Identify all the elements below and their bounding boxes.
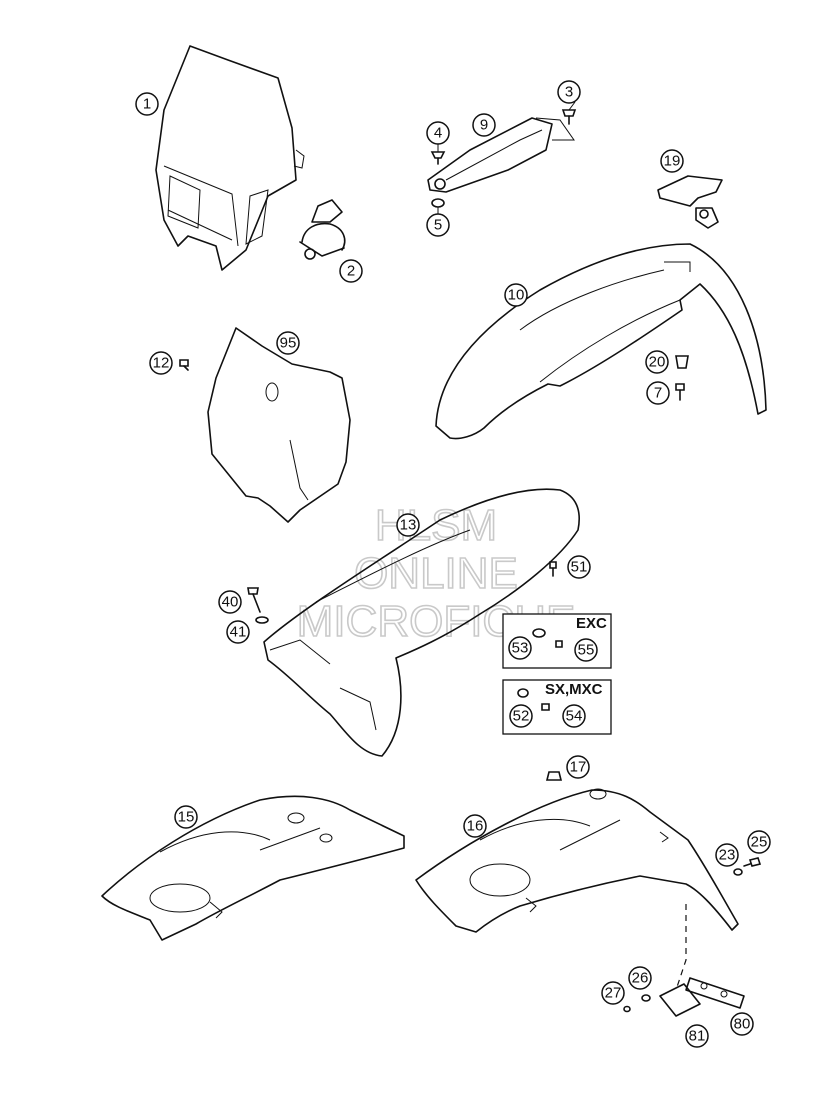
callout-51-label: 51 <box>571 559 588 576</box>
callout-17-label: 17 <box>570 759 587 776</box>
callout-1-label: 1 <box>143 96 151 113</box>
headlight-mask <box>155 45 305 271</box>
callout-9: 9 <box>472 113 496 137</box>
screw-4 <box>430 151 446 165</box>
callout-20: 20 <box>645 350 669 374</box>
callout-3-label: 3 <box>565 84 573 101</box>
bolt-40 <box>247 587 261 613</box>
callout-10: 10 <box>504 283 528 307</box>
callout-26: 26 <box>628 966 652 990</box>
callout-16: 16 <box>463 814 487 838</box>
screw-51 <box>549 561 557 577</box>
callout-27-label: 27 <box>605 985 622 1002</box>
number-plate-95 <box>207 327 351 523</box>
callout-25: 25 <box>747 830 771 854</box>
callout-55-label: 55 <box>578 642 595 659</box>
callout-95: 95 <box>276 331 300 355</box>
callout-40: 40 <box>218 590 242 614</box>
callout-95-label: 95 <box>280 335 297 352</box>
callout-19: 19 <box>660 149 684 173</box>
screw-7 <box>675 383 685 401</box>
fender-16 <box>415 788 739 933</box>
reflector-plate-81 <box>659 983 701 1017</box>
callout-13-label: 13 <box>400 517 417 534</box>
callout-9-label: 9 <box>480 117 488 134</box>
callout-53: 53 <box>508 636 532 660</box>
callout-5-label: 5 <box>434 217 442 234</box>
washer-26 <box>641 994 651 1002</box>
callout-81-label: 81 <box>689 1028 706 1045</box>
nut-17 <box>545 771 563 781</box>
fender-15 <box>101 795 405 941</box>
exc-label: EXC <box>576 615 607 632</box>
sx-mxc-label: SX,MXC <box>545 681 603 698</box>
nut-5 <box>431 198 445 208</box>
callout-23: 23 <box>715 843 739 867</box>
callout-4: 4 <box>426 121 450 145</box>
screw-3 <box>561 109 577 125</box>
callout-1: 1 <box>135 92 159 116</box>
callout-7-label: 7 <box>654 385 662 402</box>
callout-41-label: 41 <box>230 624 247 641</box>
callout-53-label: 53 <box>512 640 529 657</box>
callout-55: 55 <box>574 638 598 662</box>
nut-27 <box>623 1005 631 1013</box>
callout-19-label: 19 <box>664 153 681 170</box>
callout-2: 2 <box>339 259 363 283</box>
callout-10-label: 10 <box>508 287 525 304</box>
callout-20-label: 20 <box>649 354 666 371</box>
callout-15: 15 <box>174 805 198 829</box>
headlight-bracket <box>427 117 575 193</box>
callout-2-label: 2 <box>347 263 355 280</box>
callout-7: 7 <box>646 381 670 405</box>
callout-4-label: 4 <box>434 125 442 142</box>
callout-15-label: 15 <box>178 809 195 826</box>
callout-23-label: 23 <box>719 847 736 864</box>
callout-17: 17 <box>566 755 590 779</box>
callout-52: 52 <box>509 704 533 728</box>
callout-41: 41 <box>226 620 250 644</box>
washer-23 <box>733 868 743 876</box>
screw-25 <box>743 857 762 867</box>
callout-12: 12 <box>149 351 173 375</box>
screw-12 <box>179 359 189 371</box>
callout-3: 3 <box>557 80 581 104</box>
callout-13: 13 <box>396 513 420 537</box>
callout-54-label: 54 <box>566 708 583 725</box>
rear-fender-13 <box>263 488 580 757</box>
callout-26-label: 26 <box>632 970 649 987</box>
callout-16-label: 16 <box>467 818 484 835</box>
callout-51: 51 <box>567 555 591 579</box>
callout-40-label: 40 <box>222 594 239 611</box>
bushing-20 <box>675 355 689 369</box>
reflector-80 <box>685 977 745 1009</box>
callout-81: 81 <box>685 1024 709 1048</box>
front-fender-10 <box>435 243 767 440</box>
callout-52-label: 52 <box>513 708 530 725</box>
headlight-clamp <box>299 199 346 260</box>
callout-80-label: 80 <box>734 1016 751 1033</box>
callout-54: 54 <box>562 704 586 728</box>
callout-5: 5 <box>426 213 450 237</box>
bracket-19 <box>657 175 723 229</box>
callout-12-label: 12 <box>153 355 170 372</box>
watermark-line-1: HLSM <box>375 501 497 550</box>
callout-80: 80 <box>730 1012 754 1036</box>
assembly-guide-line <box>675 904 687 991</box>
callout-27: 27 <box>601 981 625 1005</box>
callout-25-label: 25 <box>751 834 768 851</box>
watermark-line-2: ONLINE <box>354 549 518 598</box>
washer-41 <box>255 616 269 624</box>
